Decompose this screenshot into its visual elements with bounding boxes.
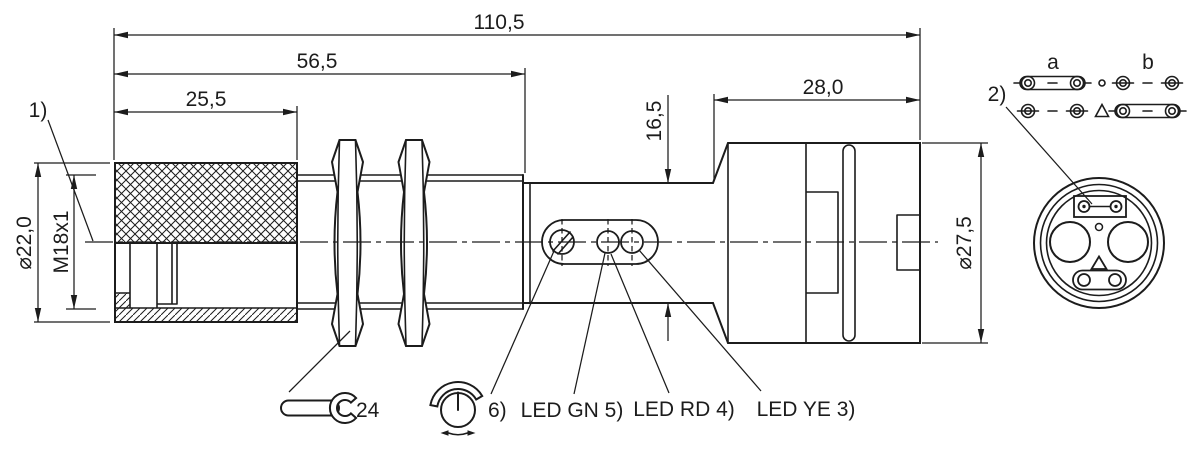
mid-section: [522, 182, 714, 304]
coding-contact-block: [1073, 195, 1127, 218]
dim-head-length: 25,5: [186, 88, 227, 111]
index-triangle: [1089, 254, 1109, 270]
callout-note-6: 6): [488, 399, 507, 422]
dim-head-diameter: ⌀22,0: [13, 216, 36, 270]
pin-legend: a b: [1013, 51, 1187, 119]
wrench-size-label: 24: [356, 399, 380, 422]
callout-led-yellow: LED YE 3): [757, 398, 856, 421]
contact-large-left: [1049, 221, 1091, 263]
dim-connector-length: 28,0: [803, 76, 844, 99]
legend-label-b: b: [1142, 51, 1154, 74]
index-dot: [1094, 222, 1104, 232]
dim-connector-diameter: ⌀27,5: [953, 216, 976, 270]
dim-length-to-thread-end: 56,5: [297, 50, 338, 73]
dim-thread-spec: M18x1: [50, 210, 73, 273]
contact-slot-bottom: [1072, 269, 1127, 291]
center-lines: [85, 219, 938, 266]
separator-dot: [1098, 79, 1106, 87]
knurled-head: [114, 162, 298, 323]
wrench-icon: 24: [280, 392, 380, 424]
hex-nut-1: [330, 139, 365, 347]
side-view: [85, 139, 938, 347]
dimensions: 110,5 56,5 25,5 28,0 16,5 ⌀22,0 M18x1 ⌀2…: [13, 11, 988, 344]
legend-row-2: [1016, 102, 1187, 119]
end-view: [1033, 177, 1165, 309]
rotary-adjustment-icon: [429, 381, 484, 436]
dim-overall-length: 110,5: [474, 11, 525, 34]
callout-note-2: 2): [988, 83, 1007, 106]
legend-row-1: [1013, 75, 1184, 91]
callout-led-red: LED RD 4): [633, 398, 735, 421]
legend-label-a: a: [1047, 51, 1059, 74]
callout-note-1: 1): [29, 99, 48, 122]
hex-nut-2: [397, 139, 431, 347]
connector-housing: [712, 142, 921, 344]
callouts: 1) 2) 6) LED GN 5) LED RD 4) LED YE 3): [29, 83, 1093, 422]
separator-triangle: [1094, 102, 1110, 118]
callout-led-green: LED GN 5): [521, 399, 624, 422]
dim-mid-section-height: 16,5: [643, 101, 666, 142]
contact-large-right: [1107, 221, 1149, 263]
